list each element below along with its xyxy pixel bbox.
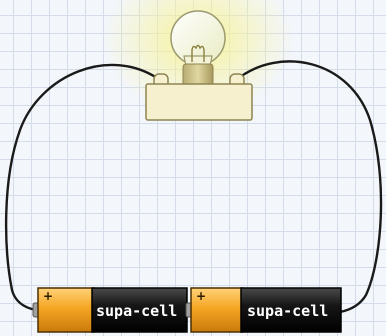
bulb-filament	[191, 44, 205, 62]
battery-2[interactable]: + supa-cell	[185, 287, 342, 333]
battery-label: supa-cell	[247, 302, 328, 320]
wire-right[interactable]	[234, 60, 383, 314]
battery-label: supa-cell	[96, 302, 177, 320]
light-bulb-icon[interactable]	[145, 10, 253, 121]
bulb-cap	[182, 63, 214, 87]
battery-black-body	[91, 287, 188, 333]
battery-plus-sign: +	[43, 289, 53, 303]
wires[interactable]	[4, 60, 383, 314]
battery-orange-end	[190, 287, 244, 333]
wire-left[interactable]	[4, 63, 162, 312]
battery-black-body	[240, 287, 342, 333]
bulb-socket[interactable]	[145, 83, 253, 121]
battery-1[interactable]: + supa-cell	[32, 287, 188, 333]
battery-plus-sign: +	[196, 289, 206, 303]
